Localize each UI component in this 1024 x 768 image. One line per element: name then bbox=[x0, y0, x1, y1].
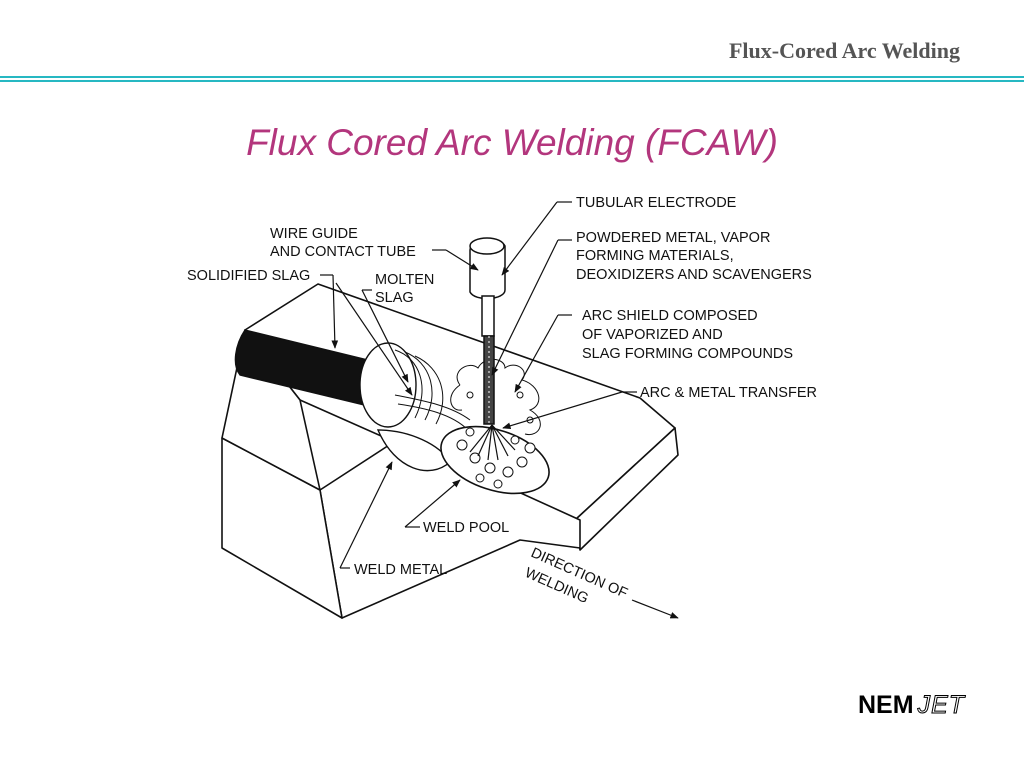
logo-jet: JET bbox=[917, 691, 966, 720]
label-wire-guide-2: AND CONTACT TUBE bbox=[270, 244, 416, 260]
label-tubular-electrode: TUBULAR ELECTRODE bbox=[576, 195, 737, 211]
electrode-assembly bbox=[469, 237, 506, 425]
label-powdered-metal-2: FORMING MATERIALS, bbox=[576, 248, 734, 264]
header-title: Flux-Cored Arc Welding bbox=[728, 38, 960, 63]
arc-rays bbox=[469, 424, 516, 461]
arc-shield-cloud bbox=[450, 358, 541, 436]
workpiece-block bbox=[221, 283, 679, 619]
label-weld-metal: WELD METAL bbox=[354, 562, 447, 578]
header-rule-bottom bbox=[0, 80, 1024, 82]
label-powdered-metal-1: POWDERED METAL, VAPOR bbox=[576, 230, 770, 246]
logo-nem: NEM bbox=[858, 691, 914, 719]
slide-title: Flux Cored Arc Welding (FCAW) bbox=[246, 122, 778, 163]
header-rule-top bbox=[0, 76, 1024, 78]
label-weld-pool: WELD POOL bbox=[423, 520, 509, 536]
label-molten-slag-1: MOLTEN bbox=[375, 272, 434, 288]
label-molten-slag-2: SLAG bbox=[375, 290, 414, 306]
bead-ripples bbox=[394, 349, 471, 431]
solidified-slag-bead bbox=[234, 329, 451, 472]
weld-pool bbox=[440, 425, 550, 495]
label-arc-metal-transfer: ARC & METAL TRANSFER bbox=[640, 385, 817, 401]
label-solidified-slag: SOLIDIFIED SLAG bbox=[187, 268, 310, 284]
label-arc-shield-1: ARC SHIELD COMPOSED bbox=[582, 308, 758, 324]
label-arc-shield-2: OF VAPORIZED AND bbox=[582, 327, 723, 343]
leader-lines bbox=[320, 201, 679, 619]
label-powdered-metal-3: DEOXIDIZERS AND SCAVENGERS bbox=[576, 267, 812, 283]
label-arc-shield-3: SLAG FORMING COMPOUNDS bbox=[582, 346, 793, 362]
label-wire-guide-1: WIRE GUIDE bbox=[270, 226, 358, 242]
